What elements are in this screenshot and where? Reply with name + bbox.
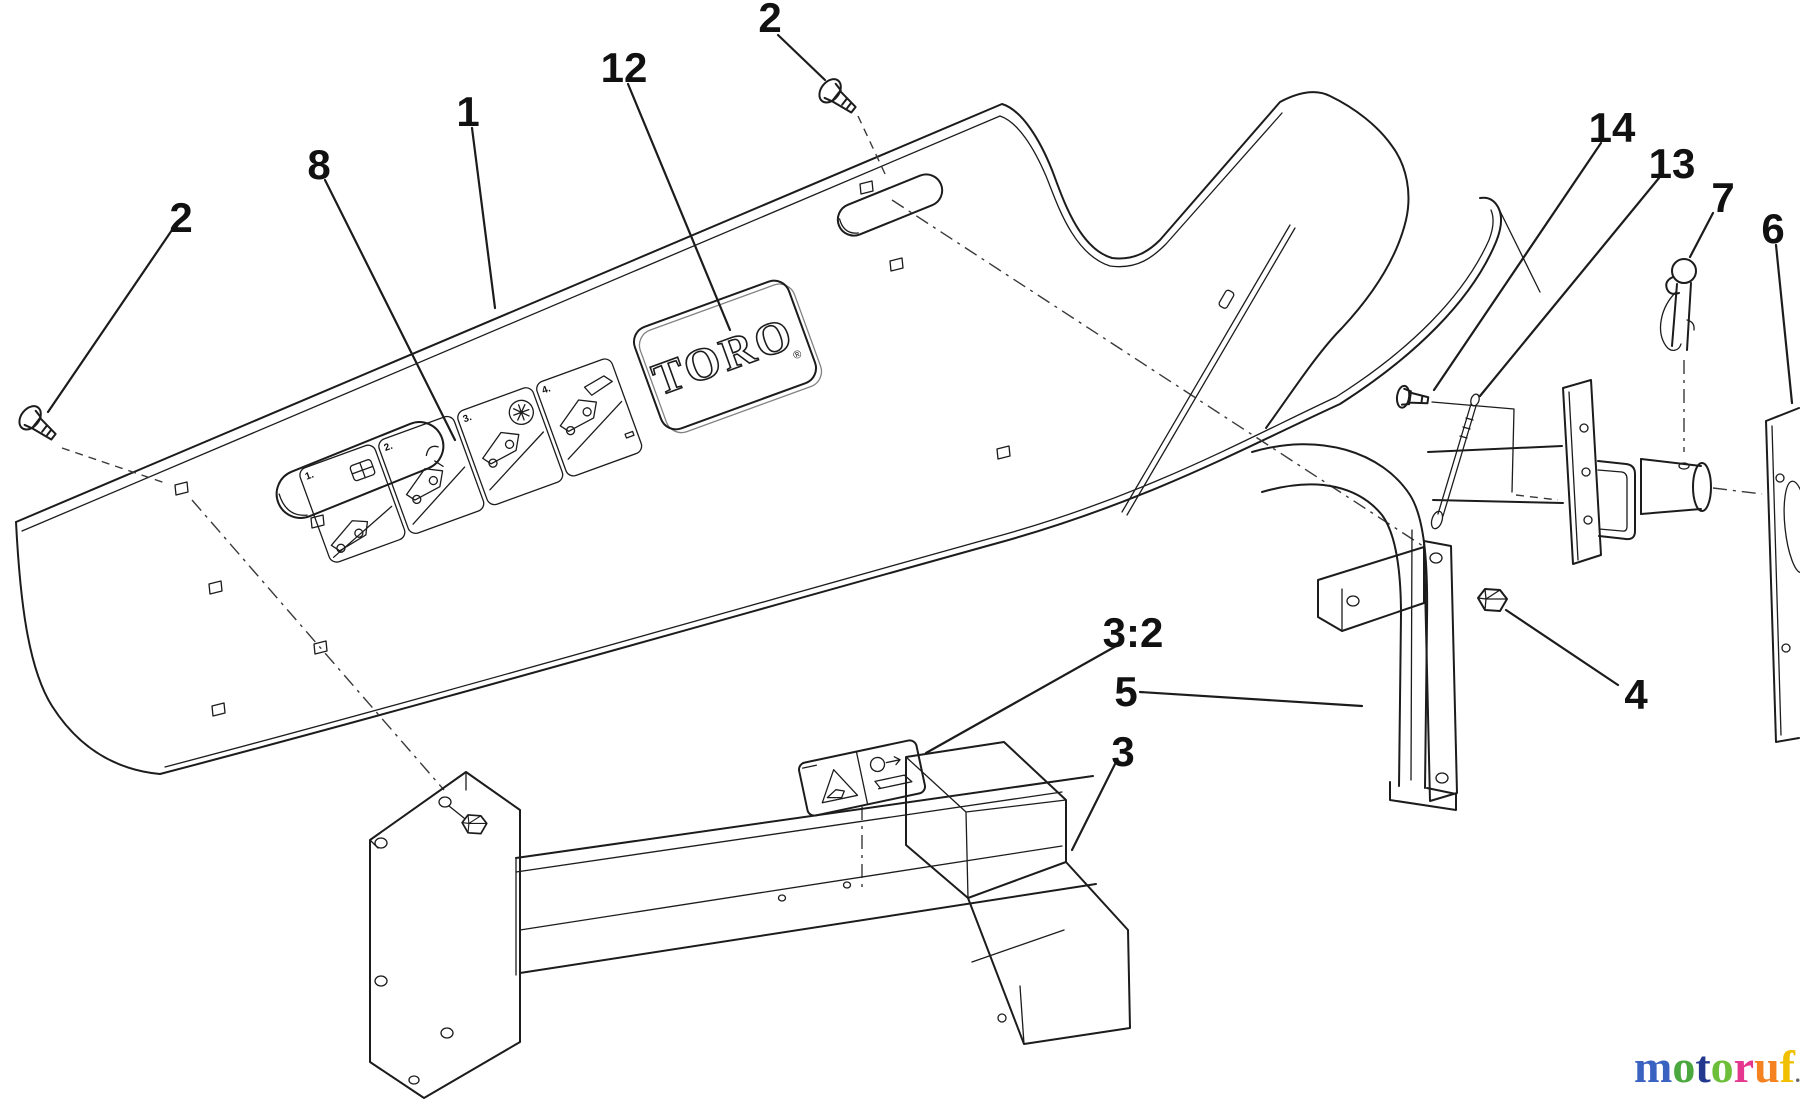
part-label-5: 5 (1114, 668, 1137, 715)
safety-sticker-strip: 1. 2. 3. 4. (299, 358, 643, 563)
sticker-panel-number-2: 2. (383, 441, 395, 454)
panel-handle-slot-left (275, 421, 445, 519)
cable-rod (1430, 393, 1480, 530)
part-label-3-2: 3:2 (1103, 609, 1164, 656)
sticker-panel-number-4: 4. (541, 383, 553, 396)
part-label-3: 3 (1111, 728, 1134, 775)
part-label-6: 6 (1761, 205, 1784, 252)
panel-handle-slot-top (836, 173, 944, 237)
leader-lines (46, 33, 1794, 852)
sticker-pictograms (330, 375, 635, 558)
motoruf-watermark: motoruf.de (1634, 1041, 1800, 1092)
bolt-witness-line (1431, 401, 1515, 493)
panel-to-bracket-axis (891, 199, 1427, 549)
sticker-panel-number-1: 1. (304, 469, 316, 482)
lower-chute-assembly (369, 741, 1131, 1099)
screw-left-axis (61, 447, 169, 485)
nut-pointer (448, 805, 465, 819)
part-label-1: 1 (456, 88, 479, 135)
part-label-13: 13 (1649, 140, 1696, 187)
part-label-2-top: 2 (758, 0, 781, 41)
flange-screw-top (818, 78, 857, 114)
flange-bolt (1395, 384, 1430, 409)
chute-hex-nut (461, 814, 488, 835)
part-label-4: 4 (1624, 671, 1648, 718)
toro-logo-text: TORO (646, 307, 801, 405)
panel-to-chute-axis (191, 499, 445, 791)
motoruf-logo-text: motoruf.de (1634, 1041, 1800, 1092)
toro-logo-sticker: TORO ® (632, 279, 823, 434)
flange-screw-left (18, 405, 57, 441)
part-label-8: 8 (307, 141, 330, 188)
hex-nut (1477, 588, 1508, 612)
flange-and-cylinder (1562, 379, 1712, 565)
part-label-2-left: 2 (169, 194, 192, 241)
part-number-labels: 2 12 1 8 2 14 13 7 6 4 5 3 3:2 (169, 0, 1784, 775)
hairpin-cotter-pin (1659, 258, 1697, 351)
bolt-axis (1515, 494, 1559, 501)
cylinder-to-plate-axis (1712, 487, 1763, 495)
toro-registered-mark: ® (792, 348, 804, 362)
end-plate (1765, 407, 1800, 743)
part-label-12: 12 (601, 44, 648, 91)
small-warning-sticker (797, 739, 927, 817)
cable-long-segment (1121, 224, 1296, 516)
panel-holes (174, 180, 1011, 717)
part-label-14: 14 (1589, 104, 1636, 151)
motoruf-tld: .de (1795, 1062, 1800, 1087)
screw-top-axis (857, 115, 887, 177)
part-label-7: 7 (1711, 174, 1734, 221)
main-panel (15, 91, 1541, 775)
mount-weldment (1251, 443, 1564, 811)
sticker-panel-number-3: 3. (462, 412, 474, 425)
